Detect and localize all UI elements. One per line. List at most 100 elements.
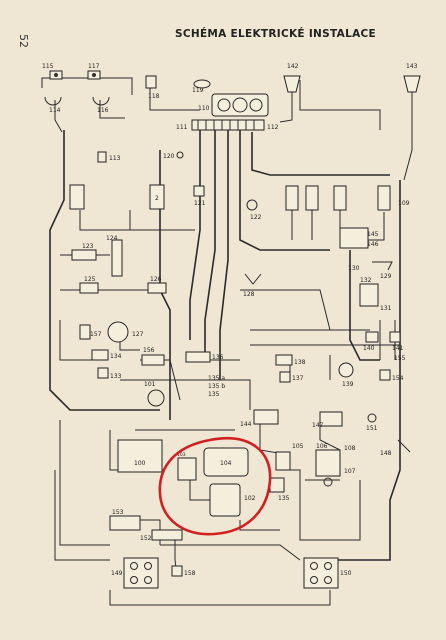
svg-text:110: 110 bbox=[198, 105, 210, 112]
component-156: 156 bbox=[141, 347, 165, 366]
svg-text:121: 121 bbox=[194, 200, 206, 207]
component-158: 158 bbox=[171, 565, 196, 577]
svg-text:149: 149 bbox=[111, 570, 123, 577]
component-131-132: 132 131 bbox=[359, 277, 392, 312]
svg-text:146: 146 bbox=[367, 241, 379, 248]
component-125: 125 bbox=[79, 276, 99, 294]
svg-text:109: 109 bbox=[398, 200, 410, 207]
component-100: 100 bbox=[117, 439, 163, 473]
svg-text:119: 119 bbox=[192, 87, 204, 94]
svg-text:2: 2 bbox=[155, 195, 159, 202]
svg-text:122: 122 bbox=[250, 214, 262, 221]
component-153-152: 153 152 bbox=[109, 509, 183, 542]
component-121: 121 bbox=[193, 185, 206, 207]
svg-text:139: 139 bbox=[342, 381, 354, 388]
component-126: 126 bbox=[147, 276, 167, 294]
component-122: 122 bbox=[246, 199, 262, 221]
component-116: 116 bbox=[92, 96, 110, 114]
component-left-headlamp-connector bbox=[69, 184, 85, 210]
svg-text:157: 157 bbox=[90, 331, 102, 338]
component-118: 118 bbox=[145, 75, 160, 100]
component-149: 149 bbox=[111, 557, 159, 589]
component-140-141-155-154: 140 141 155 154 bbox=[363, 331, 406, 382]
component-139: 139 bbox=[338, 362, 354, 388]
component-129: 129 bbox=[372, 261, 393, 280]
svg-text:124: 124 bbox=[106, 235, 118, 242]
svg-text:133: 133 bbox=[110, 373, 122, 380]
svg-text:102: 102 bbox=[244, 495, 256, 502]
svg-text:117: 117 bbox=[88, 63, 100, 70]
svg-text:131: 131 bbox=[380, 305, 392, 312]
svg-text:137: 137 bbox=[292, 375, 304, 382]
svg-text:120: 120 bbox=[163, 153, 175, 160]
component-102: 102 bbox=[209, 483, 256, 517]
component-101: 101 bbox=[144, 381, 165, 407]
svg-text:134: 134 bbox=[110, 353, 122, 360]
component-150: 150 bbox=[303, 557, 352, 589]
svg-text:158: 158 bbox=[184, 570, 196, 577]
component-119: 119 bbox=[192, 79, 211, 94]
svg-text:115: 115 bbox=[42, 63, 54, 70]
svg-text:116: 116 bbox=[97, 107, 109, 114]
svg-text:123: 123 bbox=[82, 243, 94, 250]
svg-text:112: 112 bbox=[267, 124, 279, 131]
svg-text:111: 111 bbox=[176, 124, 188, 131]
svg-text:108: 108 bbox=[344, 445, 356, 452]
svg-text:155: 155 bbox=[394, 355, 406, 362]
svg-text:106: 106 bbox=[316, 443, 328, 450]
svg-text:148: 148 bbox=[380, 450, 392, 457]
component-144: 144 bbox=[240, 409, 279, 428]
svg-text:132: 132 bbox=[360, 277, 372, 284]
svg-text:126: 126 bbox=[150, 276, 162, 283]
svg-text:101: 101 bbox=[144, 381, 156, 388]
svg-text:125: 125 bbox=[84, 276, 96, 283]
component-135-lower: 135 bbox=[269, 477, 290, 502]
svg-text:147: 147 bbox=[312, 422, 324, 429]
component-148: 148 bbox=[380, 439, 411, 457]
component-111-112-fuse-box: 111 112 bbox=[176, 119, 279, 131]
svg-text:144: 144 bbox=[240, 421, 252, 428]
svg-text:135: 135 bbox=[208, 391, 220, 398]
component-151: 151 bbox=[366, 413, 378, 432]
page-title: SCHÉMA ELEKTRICKÉ INSTALACE bbox=[175, 28, 376, 40]
component-104: 104 bbox=[203, 447, 249, 477]
component-103: 103 bbox=[177, 452, 197, 481]
svg-text:135 a: 135 a bbox=[208, 375, 225, 382]
svg-text:135 b: 135 b bbox=[208, 383, 225, 390]
component-127: 127 bbox=[107, 321, 144, 343]
svg-text:156: 156 bbox=[143, 347, 155, 354]
svg-text:153: 153 bbox=[112, 509, 124, 516]
component-110: 110 bbox=[198, 93, 269, 117]
wire-harness bbox=[41, 77, 413, 606]
svg-text:151: 151 bbox=[366, 425, 378, 432]
svg-text:113: 113 bbox=[109, 155, 121, 162]
component-138-137: 138 137 bbox=[275, 354, 306, 383]
svg-text:136: 136 bbox=[212, 354, 224, 361]
highlight-circle bbox=[158, 437, 272, 536]
component-114: 114 bbox=[44, 96, 62, 114]
svg-text:150: 150 bbox=[340, 570, 352, 577]
svg-text:154: 154 bbox=[392, 375, 404, 382]
svg-text:143: 143 bbox=[406, 63, 418, 70]
component-120: 120 bbox=[163, 151, 184, 160]
svg-text:118: 118 bbox=[148, 93, 160, 100]
svg-text:140: 140 bbox=[363, 345, 375, 352]
svg-text:103: 103 bbox=[177, 452, 186, 458]
svg-text:128: 128 bbox=[243, 291, 255, 298]
component-157: 157 bbox=[79, 324, 102, 340]
component-123: 123 bbox=[71, 243, 97, 261]
component-142: 142 bbox=[283, 63, 301, 93]
svg-text:114: 114 bbox=[49, 107, 61, 114]
svg-text:105: 105 bbox=[292, 443, 304, 450]
component-117: 117 bbox=[87, 63, 101, 80]
component-128: 128 bbox=[243, 273, 262, 298]
svg-text:141: 141 bbox=[392, 345, 404, 352]
svg-text:152: 152 bbox=[140, 535, 152, 542]
component-right-lamps-block: 109 bbox=[285, 185, 410, 211]
svg-text:127: 127 bbox=[132, 331, 144, 338]
svg-text:142: 142 bbox=[287, 63, 299, 70]
